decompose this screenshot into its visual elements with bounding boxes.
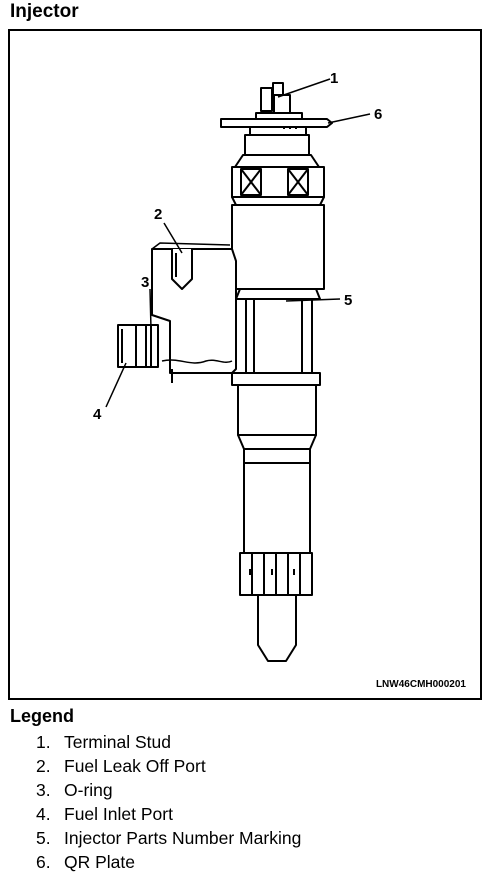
injector-head [231, 134, 325, 206]
page-title: Injector [10, 1, 79, 22]
callout-3: 3 [141, 274, 149, 291]
callout-4: 4 [93, 406, 102, 423]
nozzle-nut [239, 462, 313, 596]
leader-line-1 [277, 78, 331, 98]
legend-item: 1.Terminal Stud [36, 732, 171, 752]
nozzle-tip [257, 594, 297, 662]
legend-item: 4.Fuel Inlet Port [36, 804, 173, 824]
leader-line-5 [285, 298, 341, 302]
diagram-frame: 1 2 3 4 5 6 LNW46CMH000201 [8, 29, 482, 700]
legend-list: 1.Terminal Stud 2.Fuel Leak Off Port 3.O… [36, 731, 301, 875]
legend-title: Legend [10, 706, 75, 726]
legend-item: 2.Fuel Leak Off Port [36, 756, 206, 776]
figure-code: LNW46CMH000201 [375, 679, 466, 690]
legend-item: 3.O-ring [36, 780, 113, 800]
legend-item: 5.Injector Parts Number Marking [36, 828, 302, 848]
qr-plate [220, 118, 333, 135]
callout-6: 6 [374, 106, 382, 123]
leader-line-4 [105, 362, 127, 408]
leader-lines [105, 78, 371, 408]
callout-1: 1 [330, 70, 338, 87]
injector-diagram: 1 2 3 4 5 6 [93, 70, 382, 662]
callout-2: 2 [154, 206, 162, 223]
legend-item: 6.QR Plate [36, 852, 135, 872]
injector-lower-body [237, 384, 317, 464]
fuel-inlet-block [117, 242, 237, 383]
callout-5: 5 [344, 292, 352, 309]
leader-line-6 [327, 113, 371, 124]
leader-line-3 [149, 288, 152, 330]
leader-line-2 [163, 222, 183, 254]
injector-body [231, 204, 325, 386]
